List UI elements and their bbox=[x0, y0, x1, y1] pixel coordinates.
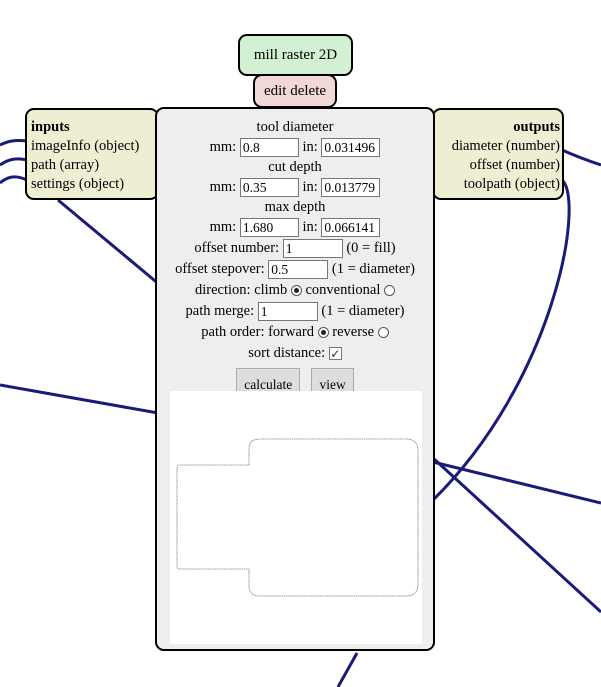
sort-distance-row: sort distance: ✓ bbox=[157, 343, 433, 364]
input-settings[interactable]: settings (object) bbox=[31, 176, 125, 192]
inputs-panel: inputs imageInfo (object) path (array) s… bbox=[25, 108, 159, 200]
mm-label: mm: bbox=[209, 179, 237, 195]
tool-diameter-label: tool diameter bbox=[256, 119, 334, 135]
offset-number-hint: (0 = fill) bbox=[346, 240, 396, 256]
path-merge-row: path merge: 1 (1 = diameter) bbox=[157, 301, 433, 322]
climb-radio[interactable] bbox=[290, 285, 302, 297]
conventional-radio[interactable] bbox=[384, 285, 395, 297]
tool-diameter-mm-input[interactable]: 0.8 bbox=[239, 138, 299, 158]
max-depth-in-input[interactable]: 0.066141 bbox=[321, 218, 381, 238]
reverse-radio[interactable] bbox=[377, 327, 389, 339]
mm-label: mm: bbox=[209, 139, 237, 155]
max-depth-row: mm: 1.680 in: 0.066141 bbox=[157, 217, 433, 238]
toolpath-outline bbox=[176, 438, 419, 597]
cut-depth-row: mm: 0.35 in: 0.013779 bbox=[157, 177, 433, 198]
cut-depth-mm-input[interactable]: 0.35 bbox=[239, 178, 299, 198]
direction-row: direction: climb conventional bbox=[157, 280, 433, 301]
offset-number-input[interactable]: 1 bbox=[282, 239, 343, 259]
edit-delete-button[interactable]: edit delete bbox=[253, 74, 337, 108]
offset-number-label: offset number: bbox=[194, 240, 280, 256]
tool-diameter-in-input[interactable]: 0.031496 bbox=[321, 138, 381, 158]
edit-delete-label: edit delete bbox=[263, 82, 327, 99]
output-diameter[interactable]: diameter (number) bbox=[451, 138, 560, 154]
offset-stepover-label: offset stepover: bbox=[175, 261, 265, 277]
settings-panel: tool diameter mm: 0.8 in: 0.031496 cut d… bbox=[155, 107, 435, 651]
wire-settings bbox=[0, 175, 28, 185]
forward-radio[interactable] bbox=[317, 327, 329, 339]
conventional-label: conventional bbox=[305, 282, 381, 298]
input-imageinfo[interactable]: imageInfo (object) bbox=[31, 138, 140, 154]
tool-diameter-row: mm: 0.8 in: 0.031496 bbox=[157, 137, 433, 158]
max-depth-label: max depth bbox=[264, 199, 326, 215]
wire-bottom bbox=[336, 652, 359, 687]
offset-stepover-row: offset stepover: 0.5 (1 = diameter) bbox=[157, 259, 433, 280]
path-merge-hint: (1 = diameter) bbox=[321, 303, 405, 319]
cut-depth-label: cut depth bbox=[268, 159, 322, 175]
inputs-header: inputs bbox=[31, 119, 70, 135]
in-label: in: bbox=[302, 139, 318, 155]
input-path[interactable]: path (array) bbox=[31, 157, 100, 173]
wire-right-mid bbox=[432, 460, 601, 505]
output-toolpath[interactable]: toolpath (object) bbox=[463, 176, 560, 192]
offset-stepover-hint: (1 = diameter) bbox=[331, 261, 415, 277]
sort-distance-checkbox[interactable]: ✓ bbox=[328, 347, 342, 362]
path-merge-label: path merge: bbox=[185, 303, 255, 319]
wire-left-mid bbox=[0, 383, 159, 415]
node-title[interactable]: mill raster 2D bbox=[238, 34, 353, 76]
wire-right-low bbox=[431, 456, 601, 614]
toolpath-preview bbox=[170, 391, 422, 644]
outputs-header: outputs bbox=[513, 119, 560, 135]
mm-label: mm: bbox=[209, 219, 237, 235]
max-depth-mm-input[interactable]: 1.680 bbox=[239, 218, 299, 238]
wire-left-lower bbox=[57, 198, 161, 287]
wire-path bbox=[0, 157, 28, 167]
node-title-label: mill raster 2D bbox=[253, 46, 338, 63]
output-offset[interactable]: offset (number) bbox=[469, 157, 560, 173]
offset-stepover-input[interactable]: 0.5 bbox=[268, 260, 329, 280]
outputs-panel: outputs diameter (number) offset (number… bbox=[432, 108, 564, 200]
path-merge-input[interactable]: 1 bbox=[257, 302, 318, 322]
wire-right-diameter bbox=[561, 148, 601, 167]
path-order-label: path order: forward bbox=[201, 324, 314, 340]
wire-toolpath bbox=[431, 178, 571, 502]
offset-number-row: offset number: 1 (0 = fill) bbox=[157, 238, 433, 259]
cut-depth-in-input[interactable]: 0.013779 bbox=[321, 178, 381, 198]
in-label: in: bbox=[302, 219, 318, 235]
path-order-row: path order: forward reverse bbox=[157, 322, 433, 343]
in-label: in: bbox=[302, 179, 318, 195]
direction-label: direction: climb bbox=[195, 282, 288, 298]
reverse-label: reverse bbox=[332, 324, 375, 340]
sort-distance-label: sort distance: bbox=[248, 345, 326, 361]
wire-imageinfo bbox=[0, 139, 28, 147]
